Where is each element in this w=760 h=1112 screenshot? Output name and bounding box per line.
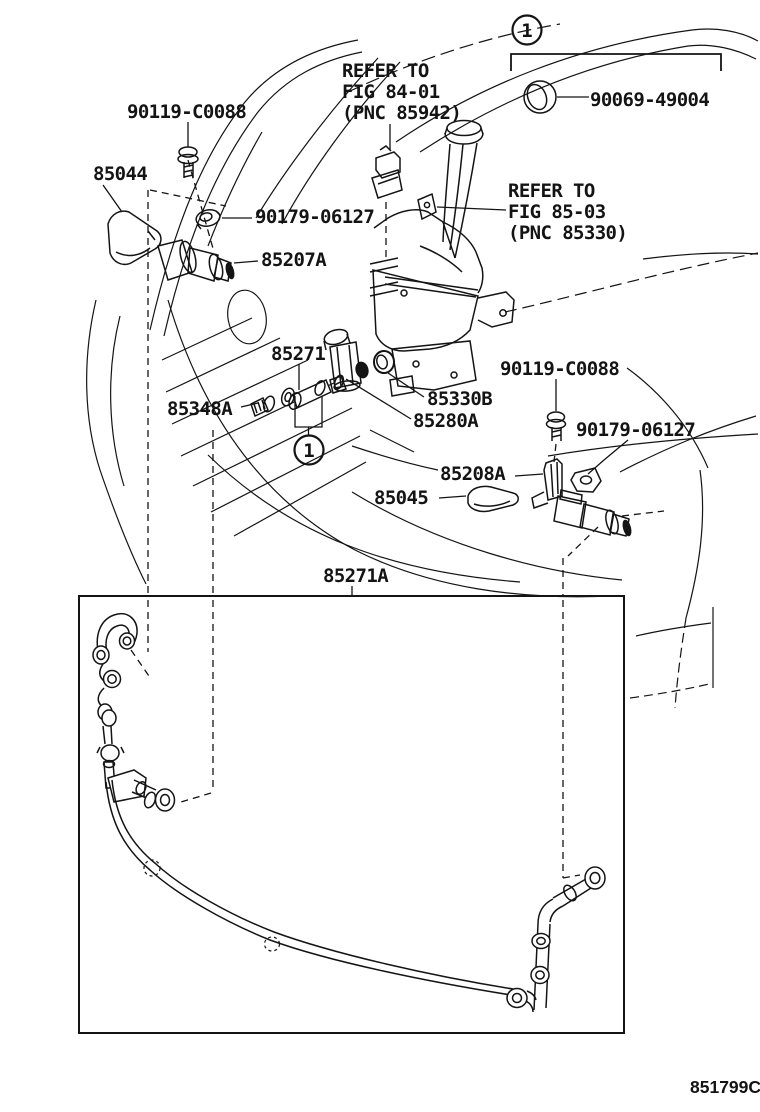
label-bolt-rh: 90119-C0088 [500, 358, 619, 380]
washer-reservoir [369, 119, 515, 397]
refer-84-line1: REFER TO [342, 60, 429, 82]
refer-84-line3: (PNC 85942) [342, 102, 461, 124]
callout-1-bracket: 1 [293, 364, 325, 466]
grille-hatch-lines [161, 317, 415, 537]
label-bracket-rh: 85208A [440, 463, 506, 485]
reference-notes: REFER TO FIG 84-01 (PNC 85942) REFER TO … [342, 60, 628, 244]
washer-relay [371, 145, 403, 199]
label-hose-joint: 85271 [271, 343, 325, 365]
nozzle-assembly-rh [467, 411, 632, 537]
label-bolt-front: 90119-C0088 [127, 101, 246, 123]
refer-85-line3: (PNC 85330) [508, 222, 627, 244]
figure-code: 851799C [690, 1077, 760, 1097]
label-washer-hose: 85271A [323, 565, 389, 587]
nozzle-assembly-lh [107, 146, 235, 282]
label-screw-lh: 85348A [167, 398, 233, 420]
label-washer-pump: 85330B [427, 388, 492, 410]
refer-85-line2: FIG 85-03 [508, 201, 606, 223]
leader-lines [102, 122, 629, 597]
callout-1-top-label: 1 [521, 20, 532, 42]
label-cover-rh: 85045 [374, 487, 428, 509]
callout-1-mid-label: 1 [303, 440, 314, 462]
label-nut-lh: 90179-06127 [255, 206, 374, 228]
car-body-outline [86, 23, 759, 709]
washer-pump-assembly [250, 328, 395, 418]
grommet-detail [510, 53, 722, 114]
part-number-labels: 90119-C0088 85044 90179-06127 85207A 900… [93, 89, 710, 587]
label-grommet: 90069-49004 [590, 89, 709, 111]
label-cover-lh: 85044 [93, 163, 147, 185]
label-actuator-lh: 85207A [261, 249, 327, 271]
label-nut-rh: 90179-06127 [576, 419, 695, 441]
label-packing: 85280A [413, 410, 479, 432]
refer-85-line1: REFER TO [508, 180, 595, 202]
callout-1-top: 1 [511, 14, 543, 46]
refer-84-line2: FIG 84-01 [342, 81, 440, 103]
washer-hose-assembly [92, 613, 606, 1013]
